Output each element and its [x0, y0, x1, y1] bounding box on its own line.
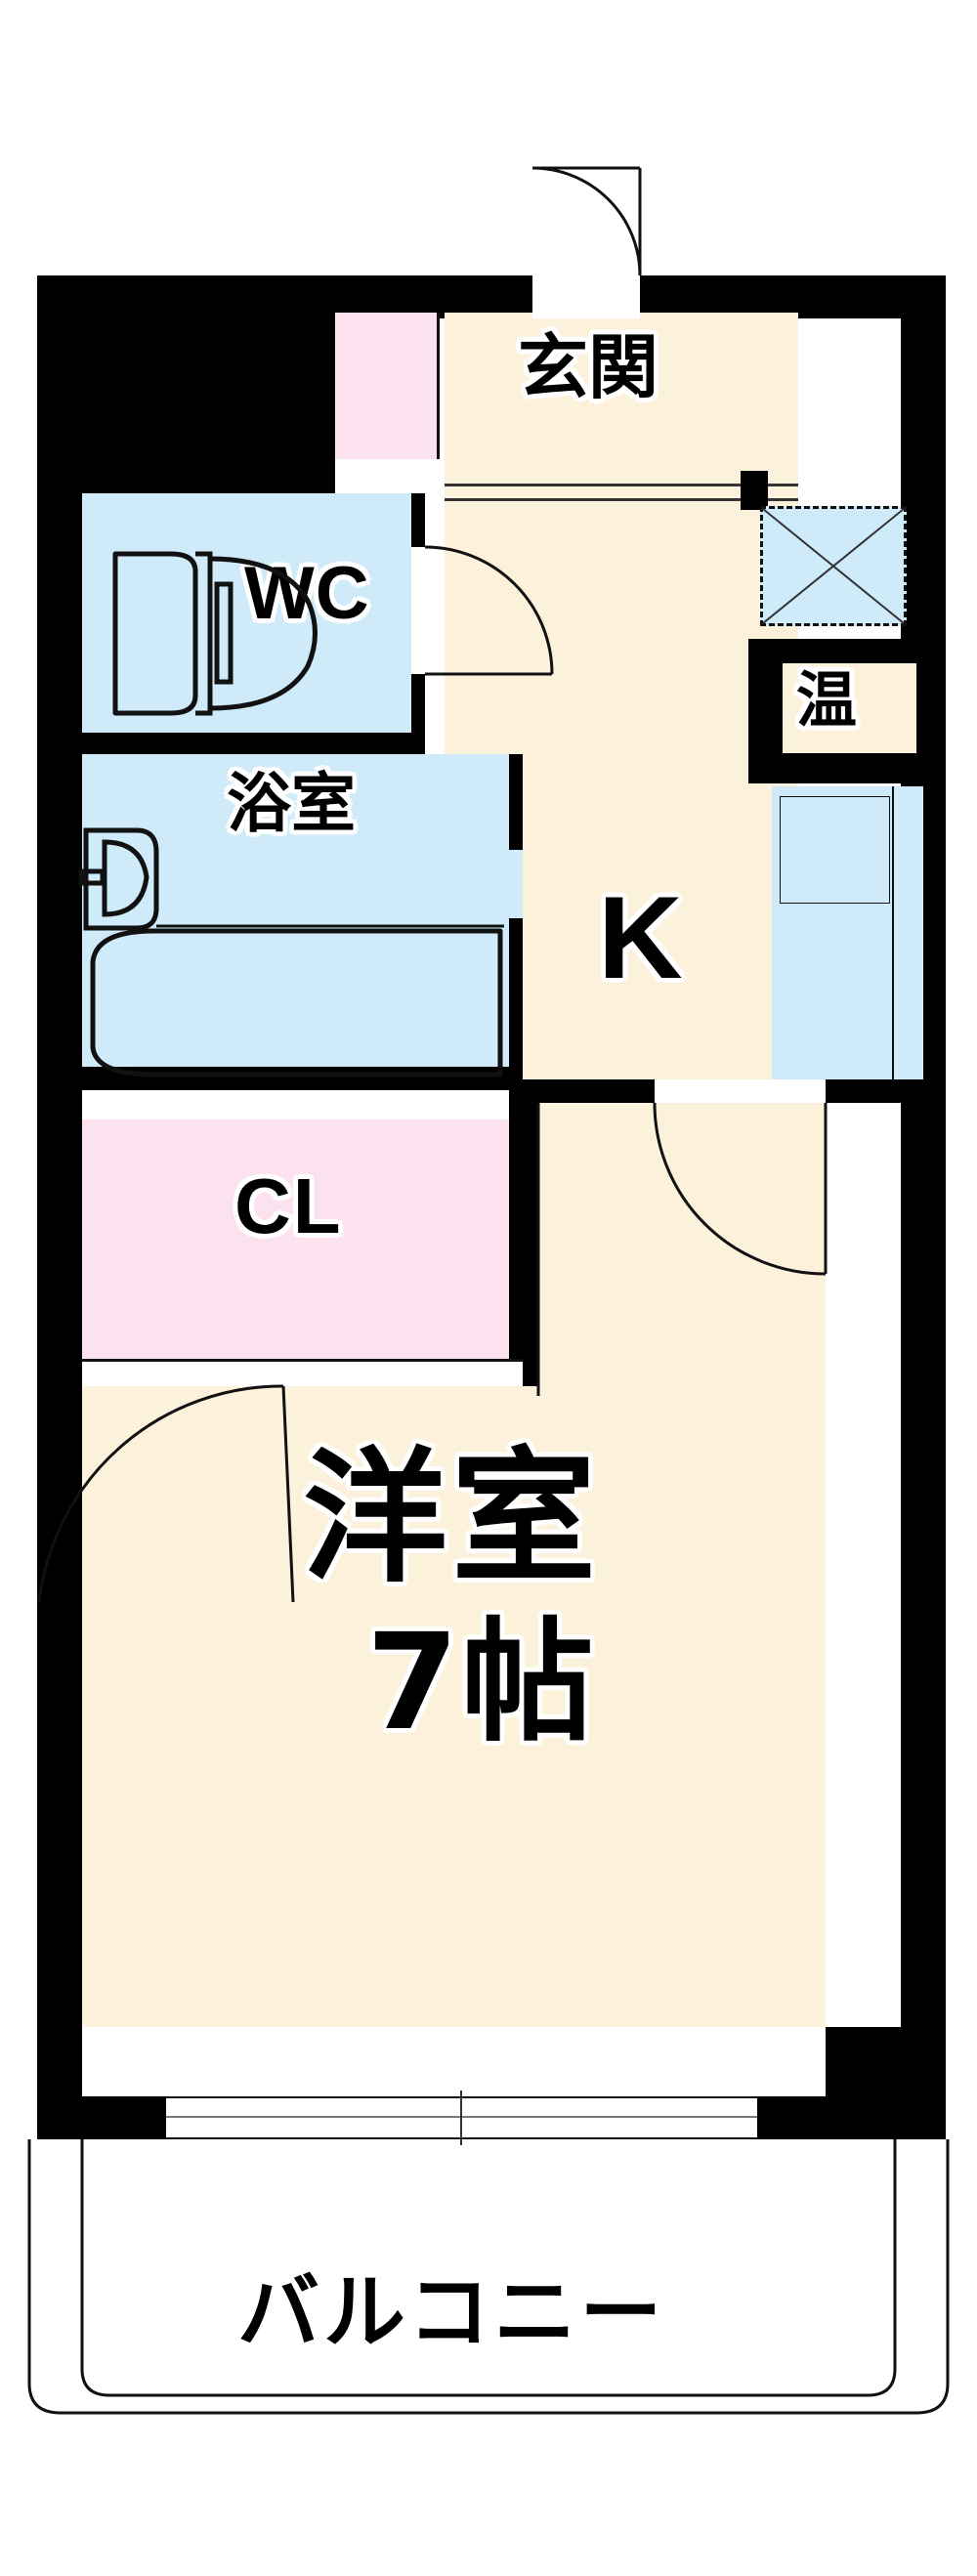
entry-door-opening [532, 275, 640, 318]
outer-wall-right [901, 275, 946, 2139]
hall-threshold-line [445, 484, 798, 501]
label-main-room: 洋室 [303, 1434, 600, 1602]
balcony-window [166, 2096, 757, 2139]
sink-divider [892, 786, 894, 1079]
closet-front-opening [82, 1359, 523, 1386]
kitchen-door-opening [655, 1079, 826, 1103]
label-wc: WC [244, 552, 370, 635]
label-main-room-size: 7帖 [366, 1606, 596, 1760]
genkan-shoe-box [335, 313, 440, 459]
room-closet [82, 1119, 523, 1359]
label-genkan: 玄関 [518, 326, 659, 408]
closet-wall-right [509, 1090, 538, 1388]
balcony-window-rail [166, 2116, 757, 2118]
bath-wall-right-upper [509, 754, 523, 850]
label-bath: 浴室 [227, 766, 356, 841]
wc-wall-bottom [37, 733, 411, 754]
label-kitchen: K [598, 872, 683, 1003]
room-genkan [445, 313, 798, 484]
wc-door-opening [411, 547, 425, 674]
label-balcony: バルコニー [237, 2264, 666, 2360]
bath-wall-right-lower [509, 918, 523, 1090]
heater-box [783, 663, 916, 753]
room-main-right-extension [538, 1103, 826, 1396]
entry-door-icon [531, 166, 642, 276]
kitchen-wall-bottom [523, 1079, 655, 1103]
washer-space [760, 506, 907, 626]
sink-basin [780, 796, 890, 904]
kitchen-wall-bottom-right [826, 1079, 946, 1103]
genkan-shoe-box-outline [335, 313, 440, 459]
label-heater: 温 [796, 664, 858, 736]
bath-wall-bottom [37, 1067, 523, 1090]
utility-wall-left [741, 471, 768, 510]
room-kitchen [538, 781, 798, 1079]
structural-block-bottom-right [826, 2027, 946, 2139]
label-closet: CL [234, 1162, 343, 1249]
